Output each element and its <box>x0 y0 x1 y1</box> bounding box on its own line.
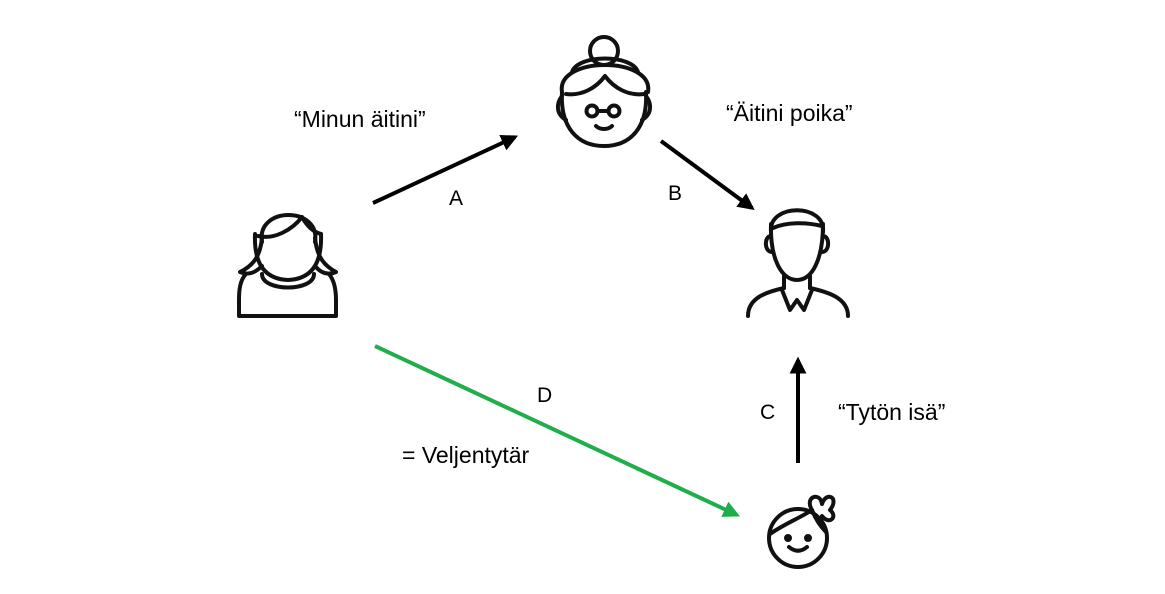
edge-label-c: C <box>760 401 775 424</box>
edge-label-d: D <box>537 384 552 407</box>
quote-girls-father: “Tytön isä” <box>838 399 945 425</box>
man-icon <box>746 208 850 318</box>
grandmother-icon <box>555 35 653 148</box>
arrow-a <box>372 135 519 205</box>
woman-icon <box>237 213 338 318</box>
quote-my-mother: “Minun äitini” <box>294 106 426 132</box>
arrow-b <box>659 139 755 210</box>
edge-label-a: A <box>449 187 463 210</box>
arrow-d <box>374 344 741 517</box>
quote-mothers-son: “Äitini poika” <box>726 100 853 126</box>
result-label: = Veljentytär <box>402 442 530 468</box>
girl-icon <box>767 494 836 569</box>
edge-label-b: B <box>668 182 682 205</box>
